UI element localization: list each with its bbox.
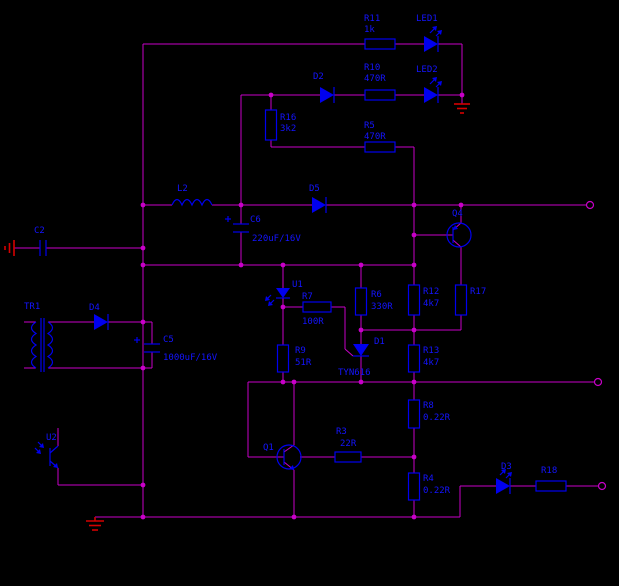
terminal-output-minus[interactable]	[593, 377, 603, 387]
label-r6-ref: R6	[371, 290, 382, 300]
label-r10-ref: R10	[364, 63, 380, 73]
label-r10-value: 470R	[364, 74, 386, 84]
resistor-r18[interactable]	[535, 480, 567, 492]
led-led2[interactable]	[424, 77, 442, 103]
wires	[14, 43, 598, 518]
ground-symbol-left[interactable]	[4, 240, 15, 256]
label-c2-ref: C2	[34, 226, 45, 236]
label-led2-ref: LED2	[416, 65, 438, 75]
diode-d5[interactable]	[312, 197, 327, 213]
label-r7-value: 100R	[302, 317, 324, 327]
label-r4-value: 0.22R	[423, 486, 451, 496]
label-r3-ref: R3	[336, 427, 347, 437]
label-r11-value: 1k	[364, 25, 375, 35]
label-d5-ref: D5	[309, 184, 320, 194]
resistor-r10[interactable]	[364, 89, 396, 101]
label-c5-ref: C5	[163, 335, 174, 345]
label-l2-ref: L2	[177, 184, 188, 194]
label-c6-value: 220uF/16V	[252, 234, 301, 244]
transformer-tr1[interactable]	[30, 318, 54, 372]
label-r5-value: 470R	[364, 132, 386, 142]
capacitor-c6[interactable]	[225, 216, 249, 233]
label-r13-ref: R13	[423, 346, 439, 356]
label-r16-value: 3k2	[280, 124, 296, 134]
label-r12-value: 4k7	[423, 299, 439, 309]
resistor-r5[interactable]	[364, 141, 396, 153]
label-r7-ref: R7	[302, 292, 313, 302]
label-q4-ref: Q4	[452, 209, 463, 219]
resistor-r9[interactable]	[276, 344, 290, 373]
terminal-output-plus[interactable]	[585, 200, 595, 210]
resistor-r12[interactable]	[407, 284, 421, 316]
label-r5-ref: R5	[364, 121, 375, 131]
label-r9-value: 51R	[295, 358, 312, 368]
capacitor-c2[interactable]	[39, 240, 47, 256]
label-q1-ref: Q1	[263, 443, 274, 453]
thyristor-d1[interactable]	[353, 344, 369, 357]
label-r8-ref: R8	[423, 401, 434, 411]
led-led1[interactable]	[424, 26, 442, 52]
resistor-r3[interactable]	[334, 451, 362, 463]
optocoupler-transistor-u2[interactable]	[34, 441, 59, 469]
resistor-r11[interactable]	[364, 38, 396, 50]
resistor-r4[interactable]	[407, 472, 421, 501]
label-u1-ref: U1	[292, 280, 303, 290]
resistor-r16[interactable]	[264, 109, 278, 141]
inductor-l2[interactable]	[171, 198, 213, 207]
resistor-r6[interactable]	[354, 287, 368, 316]
capacitor-c5[interactable]	[134, 337, 160, 353]
label-c6-ref: C6	[250, 215, 261, 225]
label-d2-ref: D2	[313, 72, 324, 82]
label-r9-ref: R9	[295, 346, 306, 356]
label-r4-ref: R4	[423, 474, 434, 484]
label-r11-ref: R11	[364, 14, 380, 24]
resistor-r8[interactable]	[407, 399, 421, 429]
label-r6-value: 330R	[371, 302, 393, 312]
label-d4-ref: D4	[89, 303, 100, 313]
label-r18-ref: R18	[541, 466, 557, 476]
label-tr1-ref: TR1	[24, 302, 40, 312]
label-r3-value: 22R	[340, 439, 357, 449]
resistor-r17[interactable]	[454, 284, 468, 316]
label-r16-ref: R16	[280, 113, 296, 123]
label-u2-ref: U2	[46, 433, 57, 443]
led-d3[interactable]	[496, 469, 512, 494]
resistor-r7[interactable]	[302, 301, 332, 313]
transistor-q1[interactable]	[276, 444, 302, 470]
terminal-sense[interactable]	[597, 481, 607, 491]
label-r8-value: 0.22R	[423, 413, 451, 423]
label-r13-value: 4k7	[423, 358, 439, 368]
diode-d4[interactable]	[94, 314, 109, 330]
optocoupler-led-u1[interactable]	[265, 288, 290, 306]
label-r12-ref: R12	[423, 287, 439, 297]
label-led1-ref: LED1	[416, 14, 438, 24]
label-c5-value: 1000uF/16V	[163, 353, 218, 363]
ground-symbol-bottom-left[interactable]	[86, 517, 104, 531]
label-d1-value: TYN616	[338, 368, 371, 378]
resistor-r13[interactable]	[407, 344, 421, 373]
label-d1-ref: D1	[374, 337, 385, 347]
diode-d2[interactable]	[320, 87, 335, 103]
label-r17-ref: R17	[470, 287, 486, 297]
junction-dots	[140, 92, 465, 520]
label-d3-ref: D3	[501, 462, 512, 472]
ground-symbol-top-right[interactable]	[454, 103, 470, 114]
transistor-q4[interactable]	[446, 222, 472, 248]
